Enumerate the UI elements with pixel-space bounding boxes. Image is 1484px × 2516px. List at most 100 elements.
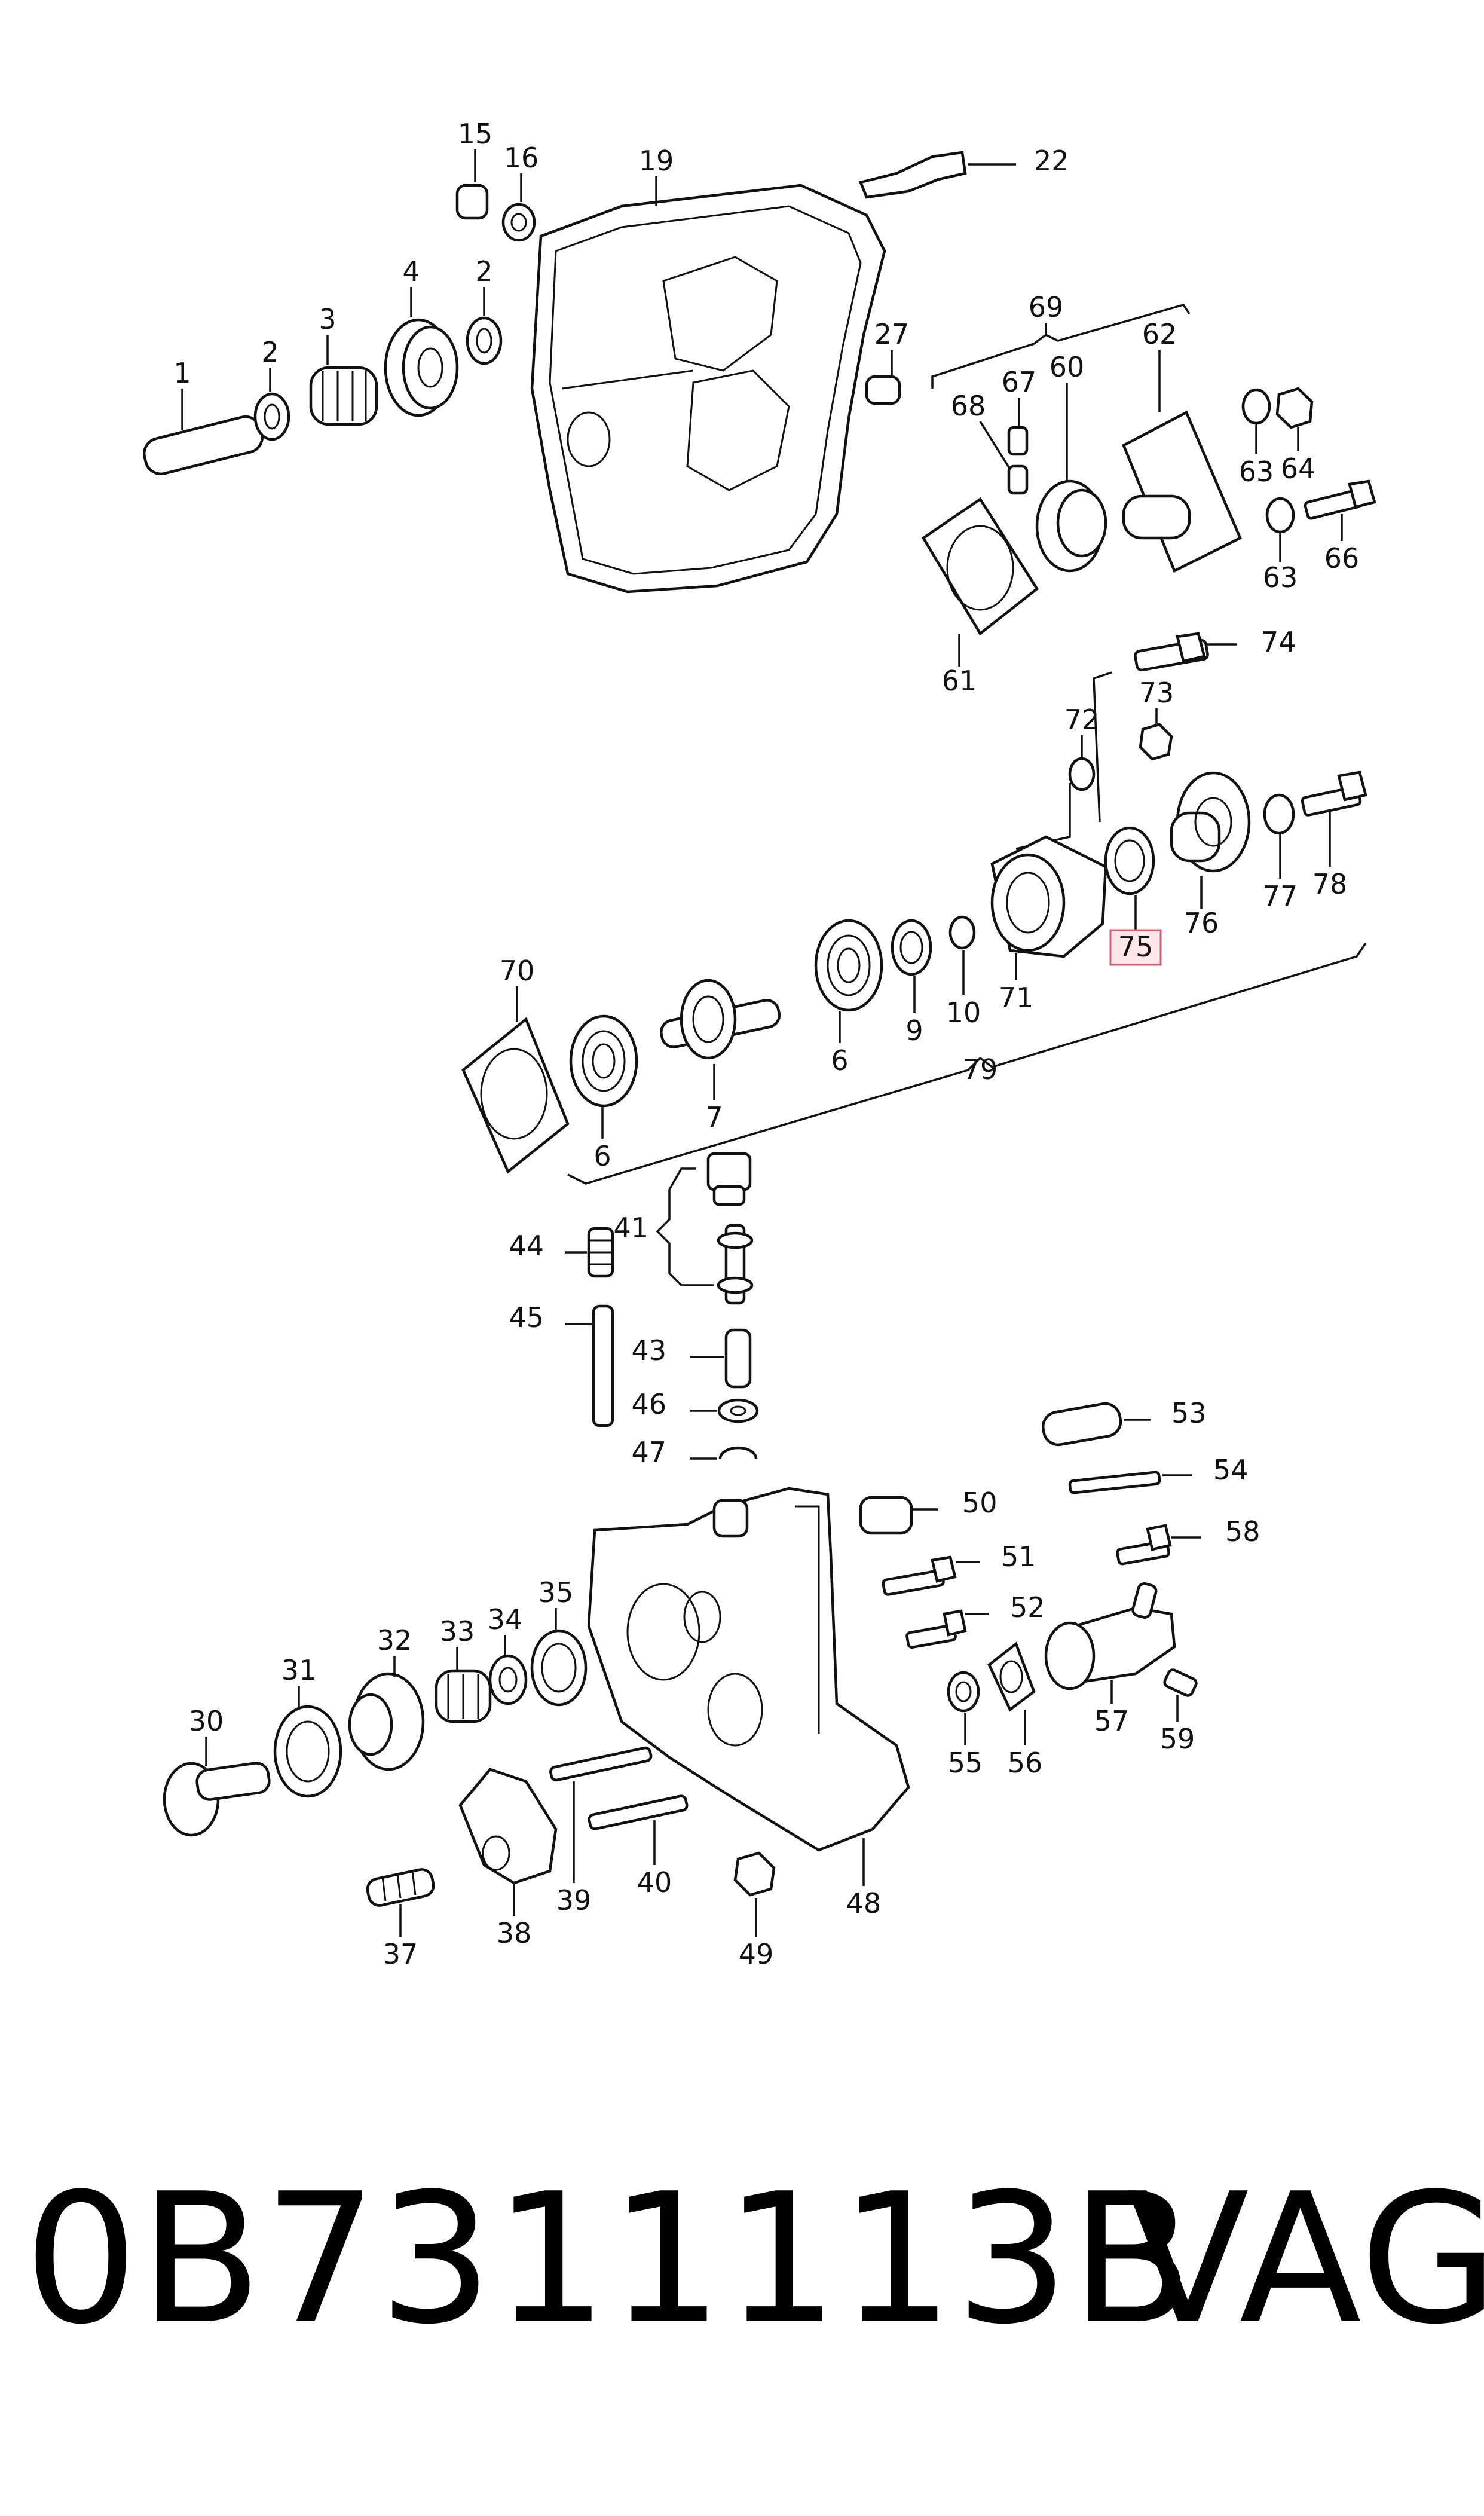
callout-66: 66: [1324, 542, 1360, 574]
callout-62: 62: [1142, 318, 1177, 350]
callout-79: 79: [963, 1053, 998, 1086]
part-60-gear: [1035, 383, 1107, 573]
highlight-box-75: [1109, 929, 1162, 966]
part-62-cover: [1122, 350, 1242, 573]
callout-22: 22: [1034, 145, 1069, 177]
part-51-bolt: [882, 1555, 980, 1596]
part-number-caption: 0B7311113B VAG: [24, 2146, 1484, 2373]
callout-31: 31: [281, 1654, 317, 1686]
callout-61: 61: [942, 665, 977, 697]
callout-1: 1: [173, 357, 191, 389]
callout-16: 16: [504, 142, 539, 174]
callout-68: 68: [951, 390, 986, 422]
part-68-spring: [979, 421, 1029, 495]
callout-58: 58: [1225, 1515, 1260, 1548]
part-47-clip: [690, 1446, 758, 1460]
part-4-gear: [384, 287, 459, 417]
callout-72: 72: [1064, 704, 1100, 736]
part-71-flange-housing: [990, 835, 1107, 980]
part-1-shaft: [142, 389, 264, 476]
part-19-gearbox-housing: [530, 176, 886, 594]
part-58-bolt: [1116, 1524, 1201, 1566]
part-48-housing: [587, 1487, 910, 1886]
part-6-bearing: [814, 919, 883, 1043]
part-7-shaft-gear: [660, 979, 781, 1100]
part-35-bearing: [530, 1608, 588, 1707]
callout-51: 51: [1001, 1540, 1036, 1573]
part-34-washer: [488, 1635, 528, 1705]
part-10-washer: [948, 915, 976, 995]
callout-78: 78: [1312, 868, 1348, 900]
callout-3: 3: [319, 303, 336, 335]
callout-56: 56: [1008, 1747, 1043, 1779]
callout-57: 57: [1094, 1705, 1130, 1737]
callout-30: 30: [189, 1705, 224, 1737]
callout-15: 15: [458, 118, 493, 150]
callout-37: 37: [383, 1938, 418, 1970]
part-52-bolt: [905, 1609, 989, 1649]
callout-4: 4: [402, 255, 420, 288]
callout-63: 63: [1263, 561, 1298, 594]
callout-27: 27: [874, 318, 910, 350]
part-63-washer-b: [1265, 497, 1295, 562]
part-2-washer: [253, 368, 290, 441]
callout-52: 52: [1010, 1591, 1045, 1624]
part-73-nut: [1139, 708, 1173, 761]
callout-75: 75: [1118, 931, 1153, 963]
part-49-nut: [733, 1851, 776, 1937]
callout-32: 32: [377, 1624, 412, 1656]
part-64-nut: [1275, 387, 1314, 451]
part-31-synchro-ring: [273, 1686, 342, 1798]
callout-10: 10: [946, 996, 981, 1029]
part-57-valve-body: [1044, 1582, 1176, 1704]
part-2-washer-b: [466, 287, 503, 365]
bracket-74: [1093, 671, 1112, 823]
part-74-bolt: [1134, 632, 1237, 672]
part-72-washer: [1068, 735, 1096, 791]
callout-64: 64: [1281, 453, 1316, 485]
callout-34: 34: [488, 1603, 523, 1635]
part-75-seal: [1104, 826, 1155, 930]
callout-71: 71: [999, 982, 1034, 1014]
callout-39: 39: [556, 1884, 592, 1916]
callout-74: 74: [1261, 626, 1296, 658]
part-41-plug: [706, 1152, 752, 1206]
callout-77: 77: [1263, 880, 1298, 912]
callout-70: 70: [500, 955, 535, 987]
part-54-stud: [1068, 1471, 1192, 1494]
part-56-gasket: [987, 1641, 1036, 1745]
part-number: 0B7311113B: [24, 2155, 1195, 2364]
part-43-pin: [690, 1328, 752, 1389]
callout-19: 19: [639, 145, 674, 177]
part-38-fork: [458, 1768, 558, 1916]
part-44-spring: [565, 1227, 614, 1278]
part-45-rod: [565, 1304, 614, 1427]
callout-50: 50: [962, 1487, 998, 1519]
callout-6: 6: [593, 1140, 611, 1172]
brand-name: VAG: [1127, 2155, 1484, 2364]
callout-43: 43: [631, 1334, 666, 1366]
part-37-spring: [366, 1868, 435, 1937]
part-16-seal: [501, 173, 536, 242]
callout-55: 55: [948, 1747, 983, 1779]
part-78-bolt: [1301, 771, 1367, 867]
part-27-bushing: [865, 350, 901, 405]
callout-44: 44: [509, 1230, 544, 1262]
part-46-washer: [690, 1398, 759, 1423]
callout-73: 73: [1139, 677, 1174, 709]
callout-48: 48: [846, 1887, 882, 1919]
callout-67: 67: [1002, 366, 1037, 398]
part-40-pin: [588, 1794, 689, 1865]
part-77-washer: [1263, 793, 1295, 879]
part-33-needle-bearing: [435, 1647, 492, 1723]
callout-60: 60: [1049, 351, 1085, 383]
callout-35: 35: [538, 1576, 574, 1609]
part-76-flange: [1170, 771, 1251, 909]
part-53-sleeve: [1042, 1402, 1151, 1447]
part-50-spring-cap: [859, 1496, 938, 1535]
callout-46: 46: [631, 1388, 666, 1420]
part-66-bolt: [1304, 479, 1376, 541]
callout-63: 63: [1239, 455, 1274, 488]
callout-41: 41: [613, 1212, 648, 1244]
